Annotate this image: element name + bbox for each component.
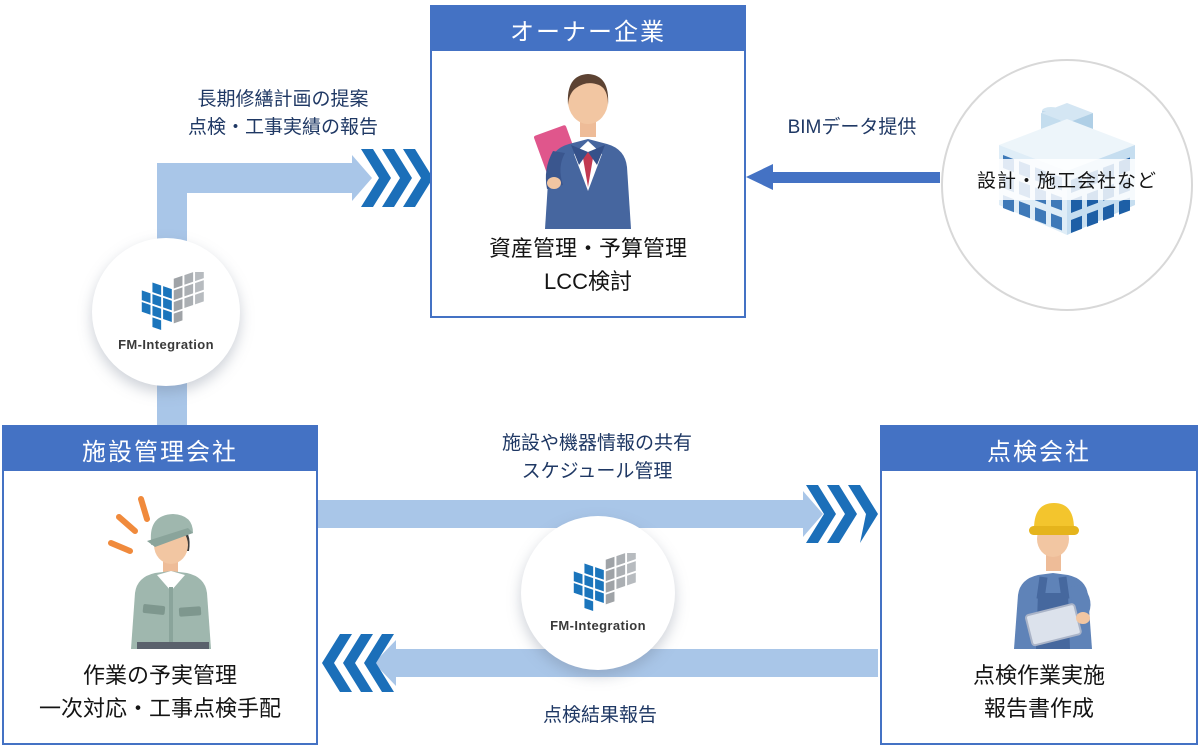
proposal-arrow-label-line1: 長期修繕計画の提案 — [197, 89, 369, 110]
share-arrow-label-line1: 施設や機器情報の共有 — [501, 433, 692, 454]
facility-company-box: 施設管理会社 作業の予実管理 — [2, 425, 318, 745]
proposal-arrow-chevrons-icon — [361, 149, 433, 207]
fm-integration-logo-icon — [573, 553, 636, 612]
report-arrow-chevrons-icon — [322, 634, 394, 692]
bim-arrow-head-icon — [746, 164, 773, 190]
inspection-company-box: 点検会社 点検作業実施 報告書作成 — [880, 425, 1198, 745]
inspection-company-title: 点検会社 — [882, 427, 1196, 471]
maintenance-worker-illustration-icon — [108, 496, 211, 649]
facility-company-title: 施設管理会社 — [4, 427, 316, 471]
owner-company-box: オーナー企業 資産管理・予算管理 LCC検討 — [430, 5, 746, 318]
proposal-arrow-label-line2: 点検・工事実績の報告 — [187, 116, 378, 138]
proposal-arrow-tip — [352, 155, 372, 201]
fm-integration-circle-center: FM-Integration — [521, 516, 675, 670]
share-arrow-chevrons-icon — [806, 485, 878, 543]
owner-company-title: オーナー企業 — [432, 7, 744, 51]
design-company-label: 設計・施工会社など — [953, 159, 1181, 200]
share-arrow-band — [318, 500, 804, 528]
businessman-illustration-icon — [534, 74, 631, 229]
report-arrow-label: 点検結果報告 — [542, 705, 657, 726]
fm-integration-logo-text: FM-Integration — [118, 337, 214, 352]
inspector-with-tablet-illustration-icon — [1014, 503, 1092, 649]
fm-integration-logo-text: FM-Integration — [550, 618, 646, 633]
design-company-circle: 設計・施工会社など — [941, 59, 1193, 311]
bim-arrow-label: BIMデータ提供 — [787, 117, 917, 138]
bim-arrow-shaft — [772, 172, 940, 183]
share-arrow-label-line2: スケジュール管理 — [521, 460, 673, 482]
facility-company-description: 作業の予実管理 一次対応・工事点検手配 — [38, 663, 281, 721]
inspection-company-description: 点検作業実施 報告書作成 — [972, 663, 1105, 721]
fm-integration-circle-left: FM-Integration — [92, 238, 240, 386]
share-arrow-label: 施設や機器情報の共有 スケジュール管理 — [427, 430, 767, 485]
owner-company-description: 資産管理・予算管理 LCC検討 — [488, 236, 687, 294]
proposal-arrow-label: 長期修繕計画の提案 点検・工事実績の報告 — [138, 86, 428, 141]
proposal-arrow-band-horizontal — [157, 163, 353, 193]
fm-integration-logo-icon — [141, 272, 204, 331]
